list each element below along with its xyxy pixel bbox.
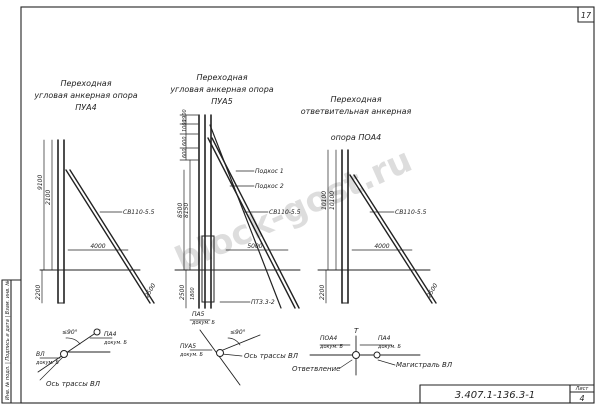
support-3-title-line-3: опора ПОА4: [331, 133, 381, 142]
support-poa4: Переходная ответвительная анкерная опора…: [301, 95, 440, 304]
support-1-brace-label: СВ110-5.5: [123, 209, 155, 216]
plan-view-1: ≤90° ПА4 докум. Б ВЛ докум. Б Ось трассы…: [35, 328, 127, 388]
support-3-title-line-2: ответвительная анкерная: [301, 107, 412, 116]
support-1-dim-brace-depth: 2500: [144, 282, 158, 299]
plan-view-2: ≤90° ПА5 докум. Б ПУА5 докум. Б Ось трас…: [179, 311, 299, 386]
support-2-dim-height-1: 8150: [183, 203, 190, 218]
callout-1-label: Подкос 1: [255, 168, 284, 175]
plan-2-tag-2-sub: докум. Б: [179, 352, 203, 358]
plan-3-letter-t: Т: [354, 327, 359, 335]
support-1-title-line-2: угловая анкерная опора: [33, 91, 137, 100]
plan-1-tag-1-sub: докум. Б: [103, 340, 127, 346]
plan-node-2: [93, 328, 101, 336]
support-1-dim-depth: 2200: [35, 285, 42, 300]
plan-2-axis-label: Ось трассы ВЛ: [244, 352, 299, 360]
brace-2: [209, 124, 282, 309]
brace: [349, 174, 433, 304]
angle-arc: [65, 337, 81, 345]
main-leader: [377, 359, 396, 366]
support-3-dim-height-1: 10100: [329, 191, 336, 210]
plan-1-tag-2: ВЛ: [36, 351, 45, 358]
axis-line-a: [199, 329, 241, 386]
support-2-title-line-2: угловая анкерная опора: [169, 85, 273, 94]
support-3-title-line-1: Переходная: [330, 95, 381, 104]
plan-node-2: [373, 351, 381, 359]
support-pua4: Переходная угловая анкерная опора ПУА4 2…: [33, 79, 158, 304]
support-2-base-dim: 1800: [190, 287, 196, 300]
plan-node-1: [352, 351, 360, 359]
plan-view-3: Т ПОА4 докум. Б ПА4 докум. Б Ответвление…: [292, 327, 453, 376]
axis-leader: [221, 353, 243, 357]
axis-leader: [39, 355, 65, 381]
plan-3-tag-2-sub: докум. Б: [377, 344, 401, 350]
tower-dim-3: 600: [182, 136, 188, 146]
sheet-label: Лист: [575, 386, 590, 392]
plan-2-tag-2: ПУА5: [180, 343, 196, 350]
plan-node-1: [60, 350, 68, 358]
plan-2-tag-1: ПА5: [192, 311, 205, 318]
plan-1-axis-label: Ось трассы ВЛ: [46, 380, 101, 388]
support-2-dim-depth: 2500: [179, 285, 186, 300]
support-2-title-line-1: Переходная: [196, 73, 247, 82]
footing-label: ПТ3.3-2: [251, 299, 275, 306]
plan-3-branch-label: Ответвление: [292, 365, 340, 373]
support-3-dim-height-2: 10100: [321, 191, 328, 210]
sheet-number: 4: [579, 394, 584, 403]
document-code: 3.407.1-136.3-1: [455, 390, 535, 401]
support-1-dim-height-2: 9100: [37, 175, 44, 190]
plan-1-tag-2-sub: докум. Б: [35, 360, 59, 366]
watermark: block-gost.ru: [169, 140, 418, 280]
brace-1: [207, 137, 296, 309]
support-1-dim-spacing: 4000: [90, 243, 105, 250]
base-footing: [201, 235, 215, 303]
plan-1-tag-1: ПА4: [104, 331, 117, 338]
support-2-brace-label: СВ110-5.5: [269, 209, 301, 216]
branch-leader: [339, 359, 353, 369]
support-3-dim-spacing: 4000: [374, 243, 389, 250]
axis-line-a: [37, 329, 101, 373]
plan-2-tag-1-sub: докум. Б: [191, 320, 215, 326]
plan-node-1: [216, 349, 224, 357]
sheet-frame: [1, 6, 595, 404]
support-2-dim-spacing: 5000: [247, 243, 262, 250]
tower-dim-1: 1900: [182, 109, 188, 122]
support-3-dim-depth: 2200: [319, 285, 326, 300]
support-1-dim-height-1: 2100: [45, 190, 52, 205]
margin-label: Инв. № подл. | Подпись и дата | Взам. ин…: [5, 280, 11, 400]
brace: [65, 169, 151, 304]
support-1-title-line-3: ПУА4: [75, 103, 96, 112]
support-pua5: Переходная угловая анкерная опора ПУА5: [169, 73, 301, 309]
support-1-title-line-1: Переходная: [60, 79, 111, 88]
callout-2-label: Подкос 2: [255, 183, 284, 190]
support-2-title-line-3: ПУА5: [211, 97, 232, 106]
support-2-dim-height-2: 8500: [177, 203, 184, 218]
plan-1-angle: ≤90°: [62, 329, 78, 336]
plan-3-main-label: Магистраль ВЛ: [396, 361, 453, 369]
plan-2-angle: ≤90°: [230, 329, 246, 336]
support-3-dim-brace-depth: 2500: [426, 282, 440, 299]
tower-dim-4: 600: [182, 148, 188, 158]
page-number: 17: [581, 11, 592, 20]
support-3-brace-label: СВ110-5.5: [395, 209, 427, 216]
angle-arc: [227, 337, 241, 346]
plan-3-tag-1: ПОА4: [320, 335, 337, 342]
tower-dim-2: 1000: [182, 119, 188, 132]
plan-3-tag-2: ПА4: [378, 335, 391, 342]
plan-3-tag-1-sub: докум. Б: [319, 344, 343, 350]
